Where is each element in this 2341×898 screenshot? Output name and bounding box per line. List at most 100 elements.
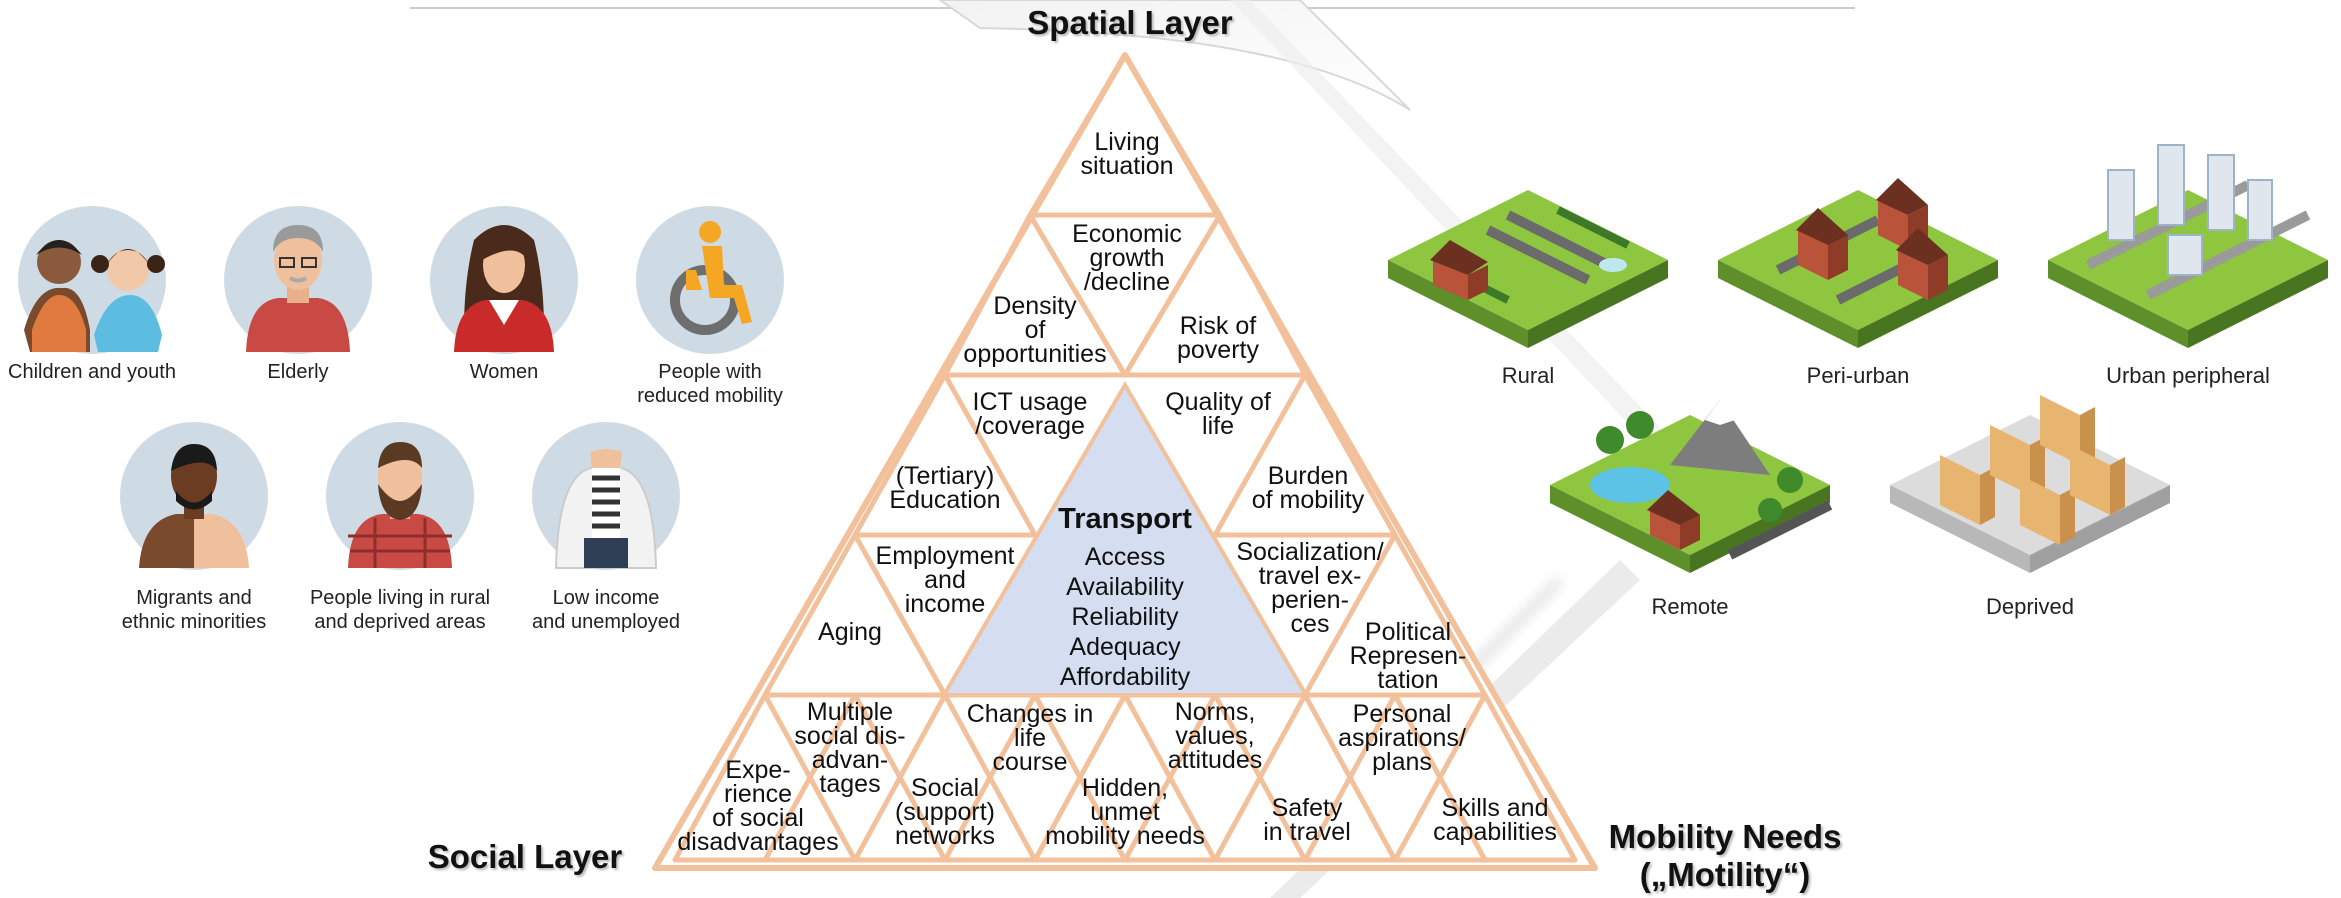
cell-label-line: of mobility [1252,486,1365,514]
transport-item: Reliability [1071,603,1179,631]
group-label-low-income: Low income and unemployed [532,587,680,633]
area-label-deprived: Deprived [1985,594,2075,619]
urban-peripheral-area-icon [2048,144,2328,348]
low-income-icon [532,422,680,570]
rural-person-icon [326,422,474,570]
area-label-remote: Remote [1651,594,1729,619]
cell-label-education: (Tertiary)Education [889,462,1000,514]
pyramid-cell [1392,692,1578,863]
cell-label-line: poverty [1177,336,1259,364]
cell-label-line: Burden [1268,462,1349,490]
cell-label-line: and [924,566,966,594]
migrants-icon [120,422,268,570]
spatial-areas [1388,144,2328,573]
cell-label-line: in travel [1263,818,1351,846]
cell-label-line: mobility needs [1045,822,1205,850]
cell-label-social-networks: Social(support)networks [895,774,995,850]
transport-item: Access [1084,543,1166,571]
cell-label-line: income [905,590,986,618]
cell-label-line: unmet [1090,798,1160,826]
transport-item: Availability [1066,573,1184,601]
group-label-women: Women [469,361,539,383]
transport-item: Affordability [1059,663,1191,691]
cell-label-line: travel ex- [1259,562,1362,590]
cell-label-line: Social [911,774,979,802]
cell-label-line: Living [1094,128,1159,156]
spatial-layer-title: Spatial Layer [1027,4,1233,41]
women-icon [430,206,578,354]
group-label-migrants: Migrants and ethnic minorities [121,587,267,633]
cell-label-line: course [992,748,1067,776]
cell-label-line: attitudes [1168,746,1263,774]
cell-label-line: values, [1175,722,1254,750]
cell-label-line: /coverage [975,412,1085,440]
population-groups [18,206,784,570]
elderly-icon [224,206,372,354]
cell-label-line: Aging [818,618,882,646]
cell-label-line: ces [1291,610,1330,638]
group-label-reduced-mobility: People with reduced mobility [637,361,783,407]
cell-label-line: life [1014,724,1046,752]
deprived-area-icon [1890,395,2170,573]
cell-label-line: Norms, [1175,698,1256,726]
cell-label-line: Hidden, [1082,774,1168,802]
cell-label-line: capabilities [1433,818,1557,846]
cell-label-line: of [1025,316,1046,344]
cell-label-line: rience [724,780,792,808]
cell-label-line: (support) [895,798,995,826]
cell-label-line: Socialization/ [1236,538,1383,566]
cell-label-line: plans [1372,748,1432,776]
mobility-needs-title: Mobility Needs („Motility“) [1608,818,1842,893]
cell-label-line: Employment [876,542,1015,570]
transport-item: Adequacy [1069,633,1181,661]
cell-label-line: advan- [812,746,888,774]
cell-label-line: Quality of [1165,388,1271,416]
rural-area-icon [1388,190,1668,348]
area-label-peri-urban: Peri-urban [1806,363,1910,388]
cell-label-line: Skills and [1442,794,1549,822]
cell-label-line: Density [993,292,1077,320]
cell-label-line: Personal [1353,700,1452,728]
cell-label-line: Represen- [1350,642,1467,670]
cell-label-line: networks [895,822,995,850]
social-layer-title: Social Layer [427,838,623,875]
transport-title: Transport [1058,503,1192,535]
cell-label-line: situation [1080,152,1173,180]
cell-label-line: Education [889,486,1000,514]
pyramid-cell [1027,212,1223,378]
cell-label-line: (Tertiary) [896,462,995,490]
cell-label-line: growth [1089,244,1164,272]
cell-label-aging: Aging [818,618,882,646]
peri-urban-area-icon [1718,178,1998,348]
area-label-urban-peripheral: Urban peripheral [2106,363,2270,388]
cell-label-line: life [1202,412,1234,440]
cell-label-line: ICT usage [973,388,1088,416]
cell-label-line: aspirations/ [1338,724,1466,752]
cell-label-socialization: Socialization/travel ex-perien-ces [1236,538,1383,638]
group-label-elderly: Elderly [267,361,329,383]
cell-label-line: Changes in [967,700,1093,728]
cell-label-line: Economic [1072,220,1182,248]
children-youth-icon [18,206,166,354]
wheelchair-icon [636,206,784,354]
cell-label-norms: Norms,values,attitudes [1168,698,1263,774]
cell-label-line: Expe- [725,756,790,784]
group-label-children: Children and youth [8,361,176,383]
